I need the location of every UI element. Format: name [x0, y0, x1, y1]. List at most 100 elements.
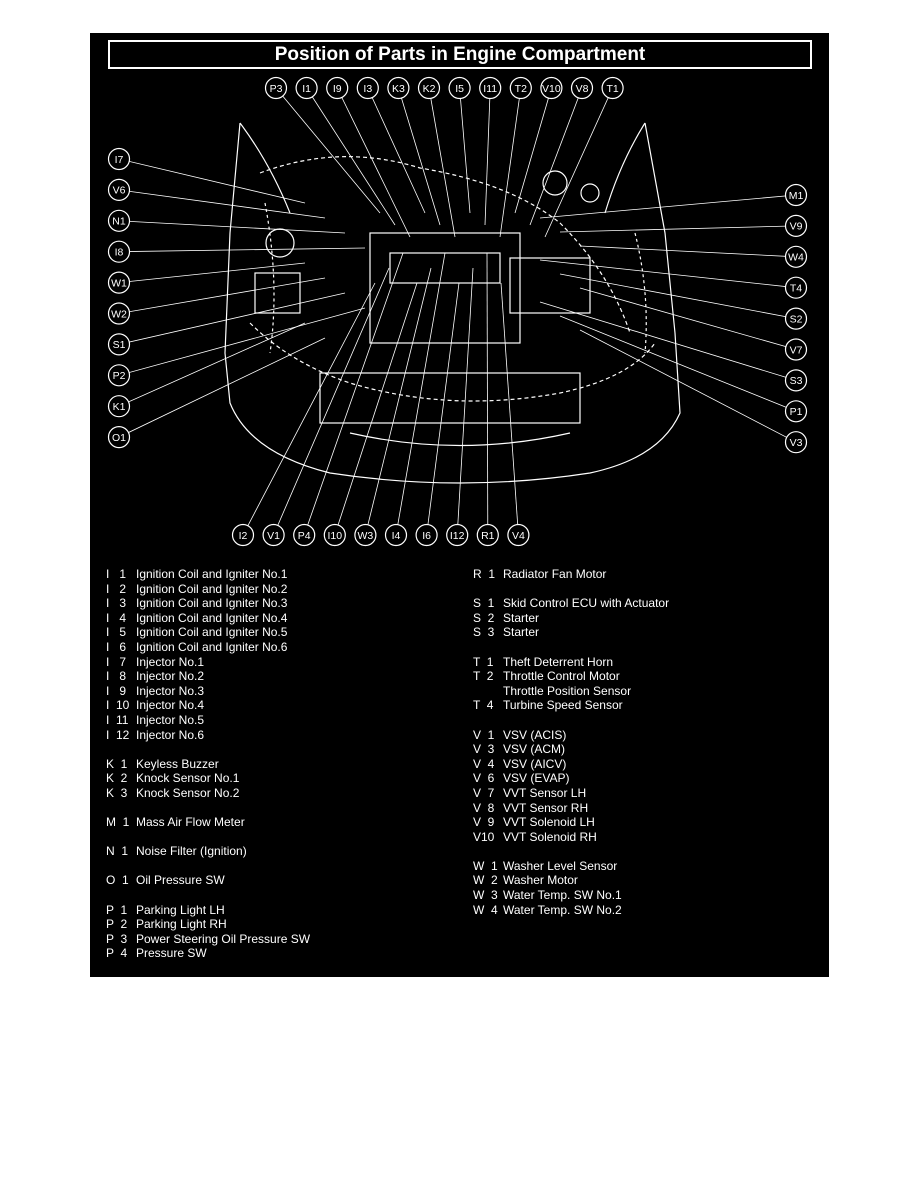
callout-k2: K2: [417, 76, 441, 100]
leader-line: [579, 329, 797, 443]
callout-v6: V6: [107, 178, 131, 201]
leader-line: [539, 301, 797, 381]
callout-label: W1: [111, 277, 127, 289]
callout-label: K3: [392, 83, 405, 95]
callout-v1: V1: [262, 523, 285, 547]
legend-desc: Injector No.5: [136, 712, 205, 727]
leader-line: [118, 277, 326, 314]
legend-code: V 8: [473, 800, 495, 815]
callout-label: T2: [515, 83, 527, 95]
callout-s2: S2: [784, 307, 808, 330]
legend-desc: Ignition Coil and Igniter No.3: [136, 596, 288, 611]
legend-desc: Noise Filter (Ignition): [136, 844, 247, 859]
callout-label: W4: [788, 252, 804, 264]
cap-right: [580, 183, 600, 203]
legend-code: O 1: [106, 873, 129, 888]
callout-label: I5: [455, 83, 464, 95]
leader-line: [118, 292, 346, 345]
callout-label: P3: [270, 83, 283, 95]
callout-w4: W4: [784, 245, 808, 268]
callout-label: I8: [115, 247, 124, 259]
callout-label: N1: [112, 216, 126, 228]
legend-desc: Mass Air Flow Meter: [136, 815, 245, 830]
legend-gap: [106, 888, 466, 903]
legend-code: I 2: [106, 581, 127, 596]
callout-circle: [231, 523, 255, 547]
leader-line: [539, 194, 797, 219]
callout-i4: I4: [384, 523, 408, 547]
leader-line: [303, 252, 404, 536]
callout-label: P4: [298, 530, 311, 542]
legend-code: I 3: [106, 596, 127, 611]
callout-label: O1: [112, 432, 126, 444]
legend-gap: [106, 801, 466, 816]
leader-line: [118, 262, 306, 283]
callout-circle: [415, 523, 438, 547]
leader-line: [459, 87, 471, 214]
legend-desc: Injector No.2: [136, 669, 205, 684]
leader-line: [395, 252, 446, 536]
callout-label: P2: [113, 370, 126, 382]
callout-k1: K1: [107, 395, 131, 418]
callout-m1: M1: [784, 183, 808, 207]
callout-circle: [107, 333, 131, 356]
body-outline: [224, 122, 681, 484]
legend-desc: Injector No.6: [136, 727, 205, 742]
callout-circle: [107, 271, 131, 294]
legend-desc: Radiator Fan Motor: [503, 567, 607, 581]
leader-line: [529, 87, 583, 226]
callout-circle: [784, 245, 808, 268]
callout-label: S1: [113, 339, 126, 351]
legend-code: V 6: [473, 771, 495, 786]
legend-desc: Injector No.4: [136, 698, 205, 713]
legend-gap: [473, 582, 813, 597]
legend-desc: Throttle Control Motor: [503, 669, 620, 684]
leader-line: [456, 267, 474, 536]
fender-left: [239, 122, 291, 214]
leader-lines: [118, 87, 797, 536]
callout-circle: [448, 76, 471, 100]
callout-label: I1: [302, 83, 311, 95]
legend-desc: Ignition Coil and Igniter No.4: [136, 610, 288, 625]
leader-line: [426, 282, 460, 536]
callout-t2: T2: [509, 76, 532, 100]
callout-label: I11: [483, 83, 497, 95]
callout-i9: I9: [326, 76, 349, 100]
leader-line: [118, 158, 306, 204]
leader-line: [544, 87, 613, 238]
callout-label: V7: [790, 344, 803, 356]
callout-label: P1: [790, 406, 803, 418]
legend-gap: [473, 713, 813, 728]
callout-circle: [784, 400, 808, 423]
wire-harness-right: [634, 232, 647, 354]
legend-gap: [473, 844, 813, 859]
callout-w1: W1: [107, 271, 131, 294]
callout-circle: [107, 395, 131, 418]
legend-code: R 1: [473, 567, 496, 581]
legend-desc: Injector No.1: [136, 654, 205, 669]
legend-desc: Water Temp. SW No.1: [503, 888, 622, 903]
callout-label: I3: [363, 83, 372, 95]
legend-code: V 3: [473, 742, 495, 757]
intake-manifold: [389, 252, 501, 284]
callout-circle: [479, 76, 502, 100]
callout-t1: T1: [601, 76, 624, 100]
engine-outline: [224, 122, 681, 484]
callout-label: S2: [790, 313, 803, 325]
legend-desc: Parking Light RH: [136, 917, 227, 932]
legend-code: I 4: [106, 610, 127, 625]
callout-circle: [784, 307, 808, 330]
engine-block: [369, 232, 521, 344]
